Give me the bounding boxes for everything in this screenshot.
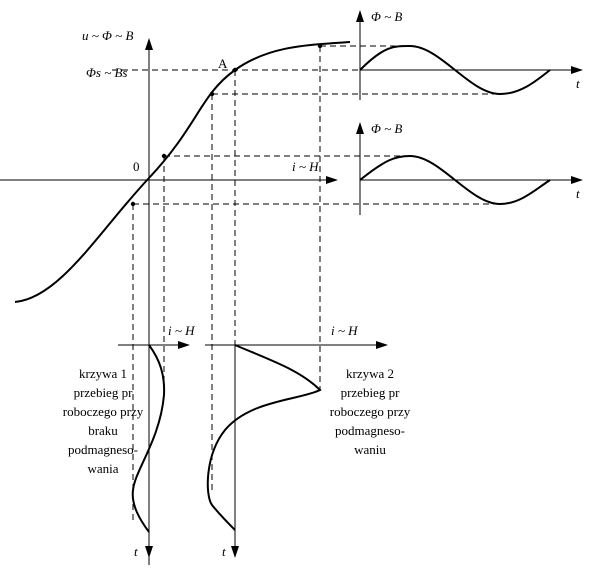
flux-axis-top-label: Φ ~ B: [371, 9, 402, 24]
current-waveform-1: [131, 344, 166, 533]
current-axis-left-label: i ~ H: [168, 323, 195, 338]
caption-line: braku: [88, 423, 118, 438]
caption-line: przebieg pr: [341, 385, 401, 400]
curve-2-caption: krzywa 2 przebieg pr roboczego przy podm…: [330, 366, 411, 457]
time-axis-left-arrow: [145, 546, 153, 558]
caption-line: krzywa 1: [79, 366, 127, 381]
saturation-level-label: Φs ~ Bs: [86, 65, 128, 80]
point-a-label: A: [218, 56, 228, 71]
main-y-axis-arrow: [145, 38, 153, 50]
time-axis-top-arrow: [571, 66, 583, 74]
curve-1-caption: krzywa 1 przebieg pr roboczego przy brak…: [63, 366, 144, 476]
caption-line: przebieg pr: [74, 385, 134, 400]
flux-waveform-top: [359, 44, 551, 96]
current-axis-right-label: i ~ H: [331, 323, 358, 338]
time-axis-label: t: [576, 186, 580, 201]
origin-label: 0: [133, 159, 140, 174]
time-axis-middle-arrow: [571, 176, 583, 184]
time-axis-center-arrow: [231, 546, 239, 558]
time-axis-label: t: [576, 76, 580, 91]
main-y-axis-label: u ~ Φ ~ B: [82, 28, 133, 43]
magnetization-curve: [14, 41, 351, 303]
flux-axis-bottom-label: Φ ~ B: [371, 121, 402, 136]
caption-line: waniu: [354, 442, 386, 457]
time-axis-center-label: t: [222, 544, 226, 559]
current-axis-left-arrow: [178, 341, 190, 349]
flux-waveform-bottom: [359, 154, 551, 206]
time-axis-left-label: t: [134, 544, 138, 559]
caption-line: krzywa 2: [346, 366, 394, 381]
main-x-axis-arrow: [326, 176, 338, 184]
caption-line: wania: [87, 461, 118, 476]
current-waveform-2: [206, 344, 322, 531]
caption-line: roboczego przy: [330, 404, 411, 419]
flux-axis-bottom-arrow: [356, 122, 364, 134]
caption-line: roboczego przy: [63, 404, 144, 419]
caption-line: podmagneso-: [68, 442, 138, 457]
caption-line: podmagneso-: [335, 423, 405, 438]
flux-axis-top-arrow: [356, 10, 364, 22]
main-x-axis-label: i ~ H: [292, 159, 319, 174]
current-axis-right-arrow: [376, 341, 388, 349]
